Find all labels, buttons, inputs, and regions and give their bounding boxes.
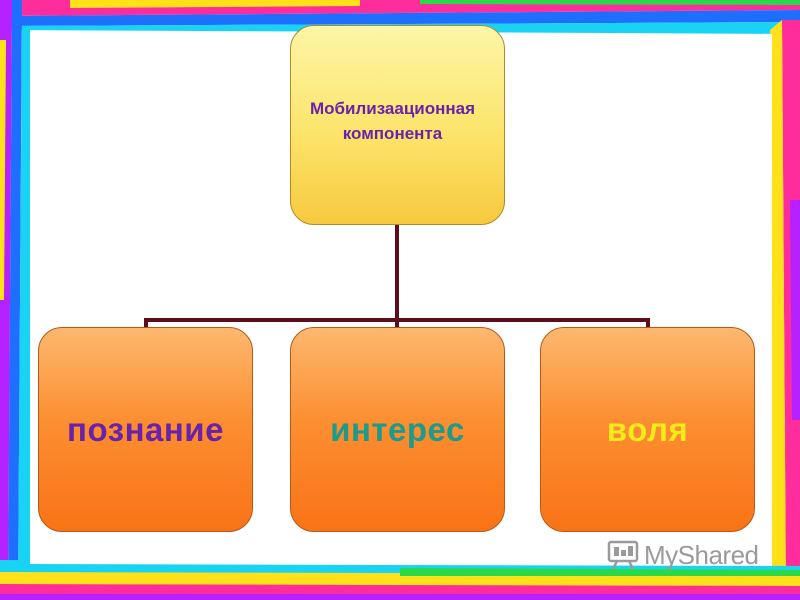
- child-node-cognition: познание: [38, 327, 253, 532]
- child-node-label: воля: [606, 410, 689, 448]
- root-node-mobilization-component: Мобилизаационная компонента: [290, 25, 505, 225]
- root-node-label: Мобилизаационная компонента: [309, 99, 476, 143]
- child-node-label: познание: [67, 410, 224, 448]
- myshared-watermark: MyShared: [606, 536, 759, 574]
- child-node-will: воля: [540, 327, 755, 532]
- projector-icon: [607, 540, 639, 570]
- watermark-text: MyShared: [644, 539, 759, 570]
- child-node-label: интерес: [330, 410, 465, 448]
- child-node-interest: интерес: [290, 327, 505, 532]
